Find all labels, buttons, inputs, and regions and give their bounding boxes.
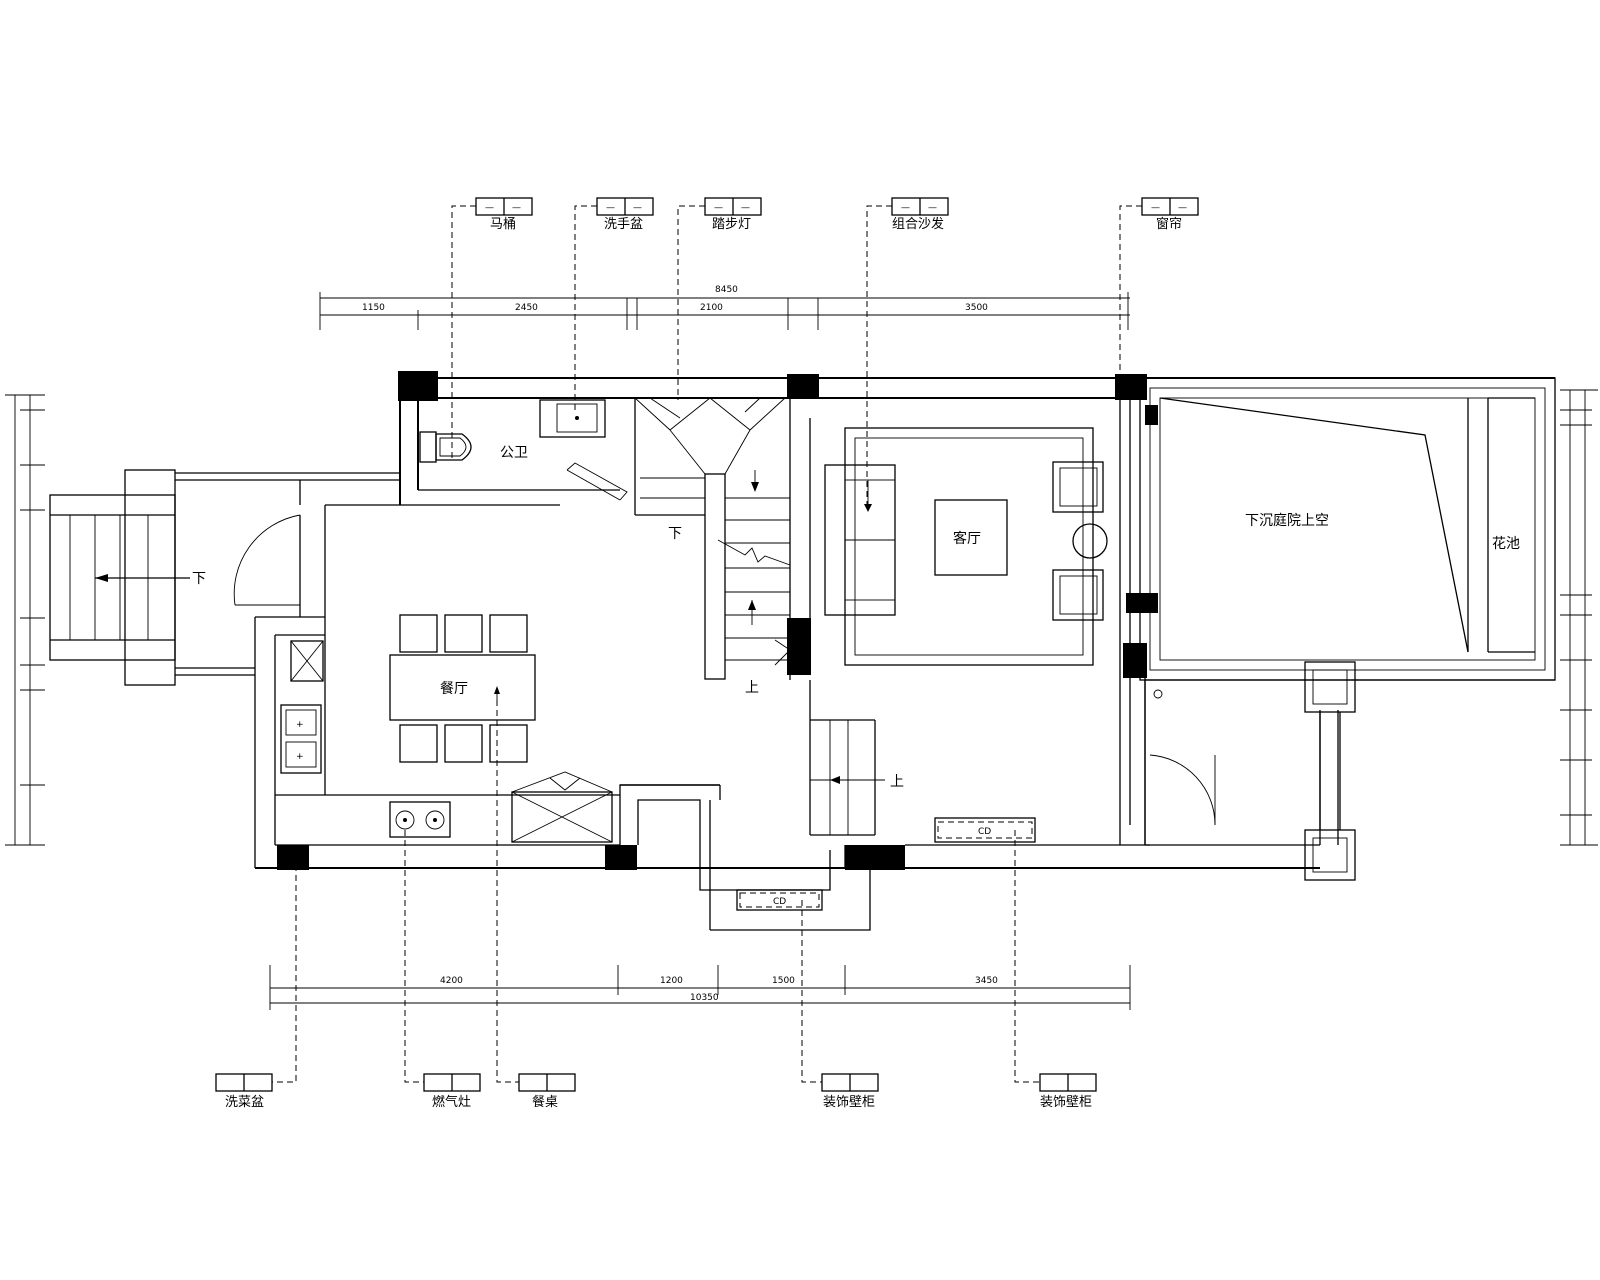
fridge-box (290, 640, 324, 682)
svg-text:—: — (485, 203, 494, 213)
bottom-tag-stove: 燃气灶 (423, 1073, 481, 1110)
bathroom-label: 公卫 (500, 445, 528, 461)
bottom-dim-1: 4200 (440, 976, 463, 986)
top-dim-4: 2100 (700, 303, 723, 313)
top-dim-1: 1150 (362, 303, 385, 313)
svg-text:+: + (296, 720, 304, 730)
svg-text:—: — (714, 203, 723, 213)
svg-text:—: — (606, 203, 615, 213)
top-total-dim: 8450 (715, 285, 738, 295)
stair-up-mark: 上 (745, 680, 759, 696)
bottom-tag-dining-table: 餐桌 (518, 1073, 576, 1110)
svg-text:洗菜盆: 洗菜盆 (225, 1095, 264, 1110)
lower-right-door (1149, 754, 1216, 826)
svg-text:踏步灯: 踏步灯 (712, 217, 751, 232)
staircase (634, 397, 791, 680)
dining-table (389, 614, 536, 763)
svg-text:—: — (633, 203, 642, 213)
svg-text:洗手盆: 洗手盆 (604, 217, 643, 232)
top-tag-washbasin: — — 洗手盆 (596, 197, 654, 232)
svg-text:—: — (741, 203, 750, 213)
entry-down-mark: 下 (192, 571, 206, 587)
structural-columns (277, 371, 1158, 870)
bottom-total-dim: 10350 (690, 993, 719, 1003)
svg-text:燃气灶: 燃气灶 (432, 1094, 471, 1110)
svg-text:+: + (296, 752, 304, 762)
right-dimension-line (1560, 389, 1598, 846)
bottom-leaders (272, 700, 1040, 1083)
top-tag-sofa: — — 组合沙发 (891, 197, 949, 232)
top-tag-toilet: — — 马桶 (475, 197, 533, 232)
svg-text:马桶: 马桶 (490, 217, 516, 232)
lower-stair (810, 720, 885, 835)
bottom-tag-sink: 洗菜盆 (215, 1073, 273, 1110)
courtyard-outline (1159, 397, 1469, 653)
stair-down-mark: 下 (668, 526, 682, 542)
svg-text:—: — (1151, 203, 1160, 213)
bottom-dimension-line (269, 965, 1131, 1010)
entry-steps (49, 469, 190, 686)
living-label: 客厅 (953, 530, 981, 547)
bottom-dim-4: 3450 (975, 976, 998, 986)
cabinet-middle-mark: CD (773, 897, 786, 907)
svg-text:装饰壁柜: 装饰壁柜 (1040, 1095, 1092, 1110)
gas-stove-icon (389, 801, 451, 838)
top-dim-2: 2450 (515, 303, 538, 313)
top-leaders (451, 205, 1142, 505)
svg-text:—: — (928, 203, 937, 213)
lower-up-mark: 上 (890, 774, 904, 790)
bottom-tag-cabinet-2: 装饰壁柜 (1039, 1073, 1097, 1110)
bottom-tag-cabinet-1: 装饰壁柜 (821, 1073, 879, 1110)
top-tag-curtain: — — 窗帘 (1141, 197, 1199, 232)
cabinet-middle (736, 889, 823, 911)
svg-text:餐桌: 餐桌 (532, 1094, 558, 1110)
cabinet-right-mark: CD (978, 827, 991, 837)
walls (175, 377, 1556, 931)
kitchen-cabinet (511, 771, 613, 843)
bathroom-door (566, 469, 621, 501)
cabinet-right (934, 817, 1036, 843)
svg-text:—: — (512, 203, 521, 213)
svg-text:—: — (901, 203, 910, 213)
bottom-dim-3: 1500 (772, 976, 795, 986)
courtyard-pillars (1304, 661, 1356, 881)
living-furniture (824, 427, 1108, 666)
svg-text:—: — (1178, 203, 1187, 213)
entry-door-swing (233, 514, 301, 606)
washbasin-icon (539, 399, 606, 438)
svg-text:装饰壁柜: 装饰壁柜 (823, 1095, 875, 1110)
svg-text:窗帘: 窗帘 (1156, 216, 1182, 232)
dining-label: 餐厅 (440, 681, 468, 697)
bottom-dim-2: 1200 (660, 976, 683, 986)
left-dimension-line (5, 394, 45, 846)
top-dimension-line (319, 292, 1130, 330)
top-tag-step-light: — — 踏步灯 (704, 197, 762, 232)
svg-text:组合沙发: 组合沙发 (892, 216, 944, 232)
toilet-icon (419, 431, 472, 463)
sink-icon: + + (280, 704, 322, 774)
flower-bed-label: 花池 (1492, 536, 1520, 552)
sunken-courtyard-label: 下沉庭院上空 (1245, 512, 1329, 529)
top-dim-6: 3500 (965, 303, 988, 313)
